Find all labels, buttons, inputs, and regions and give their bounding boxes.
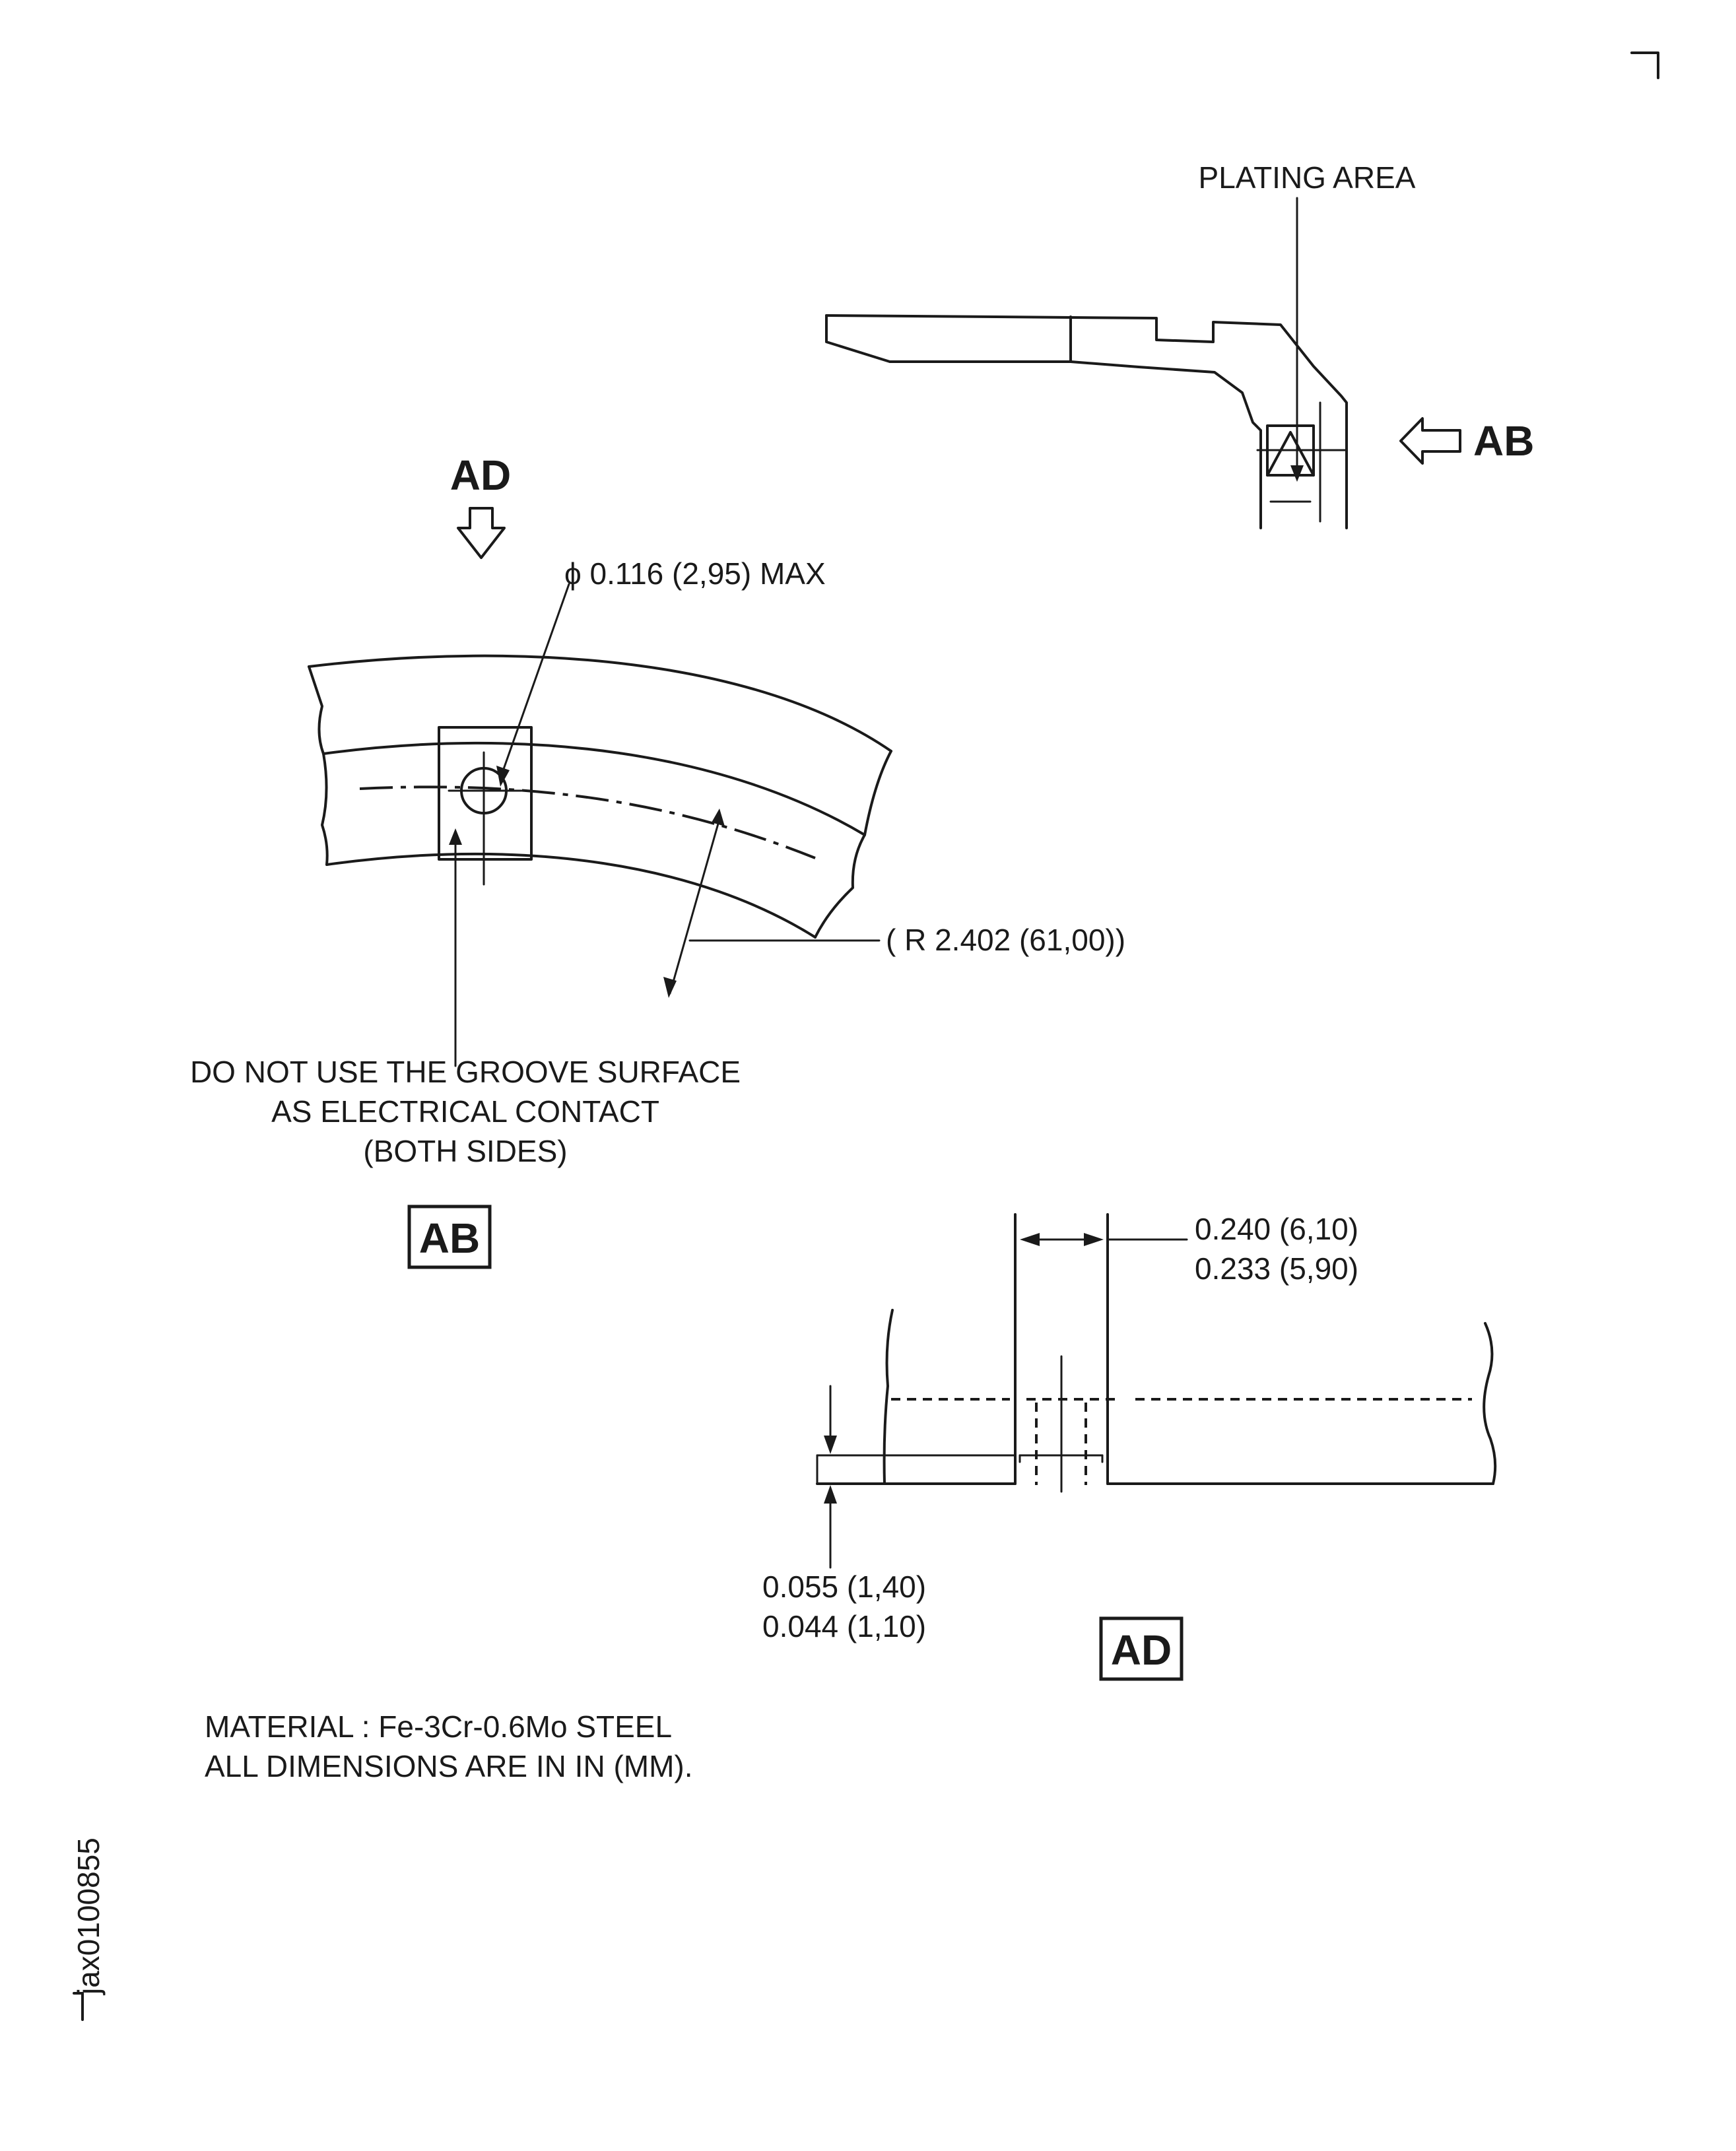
view-ab-title-label: AB	[419, 1214, 480, 1262]
view-arrow-ab-label: AB	[1473, 417, 1534, 465]
view-arrow-ab: AB	[1399, 417, 1534, 465]
section-view: 0.240 (6,10) 0.233 (5,90) 0.055 (1,40) 0…	[762, 1212, 1497, 1643]
drawing-id-label: jax0100855	[71, 1837, 106, 1996]
view-ad-title-label: AD	[1111, 1626, 1172, 1674]
material-note: MATERIAL : Fe-3Cr-0.6Mo STEEL	[205, 1709, 672, 1744]
depth-max-label: 0.055 (1,40)	[762, 1570, 926, 1604]
profile-view: PLATING AREA	[825, 160, 1416, 529]
view-ab-title: AB	[407, 1205, 492, 1269]
depth-min-label: 0.044 (1,10)	[762, 1609, 926, 1643]
radius-label: ( R 2.402 (61,00))	[886, 923, 1125, 957]
view-arrow-ad-label: AD	[450, 451, 511, 499]
hole-diameter-label: ϕ 0.116 (2,95) MAX	[564, 556, 826, 591]
corner-mark	[1630, 51, 1659, 79]
view-ad-title: AD	[1099, 1616, 1184, 1681]
slot-width-max-label: 0.240 (6,10)	[1195, 1212, 1358, 1246]
units-note: ALL DIMENSIONS ARE IN IN (MM).	[205, 1749, 693, 1783]
slot-width-min-label: 0.233 (5,90)	[1195, 1251, 1358, 1286]
plating-area-label: PLATING AREA	[1199, 160, 1416, 195]
drawing-id: jax0100855	[71, 1837, 106, 2021]
groove-note-line-2: AS ELECTRICAL CONTACT	[271, 1094, 659, 1129]
groove-note: DO NOT USE THE GROOVE SURFACE AS ELECTRI…	[190, 1055, 741, 1168]
notes: MATERIAL : Fe-3Cr-0.6Mo STEEL ALL DIMENS…	[205, 1709, 693, 1783]
curved-segment-view: ϕ 0.116 (2,95) MAX ( R 2.402 (61,00))	[308, 556, 1125, 1067]
groove-note-line-1: DO NOT USE THE GROOVE SURFACE	[190, 1055, 741, 1089]
view-arrow-ad: AD	[450, 451, 511, 559]
groove-note-line-3: (BOTH SIDES)	[363, 1134, 567, 1168]
